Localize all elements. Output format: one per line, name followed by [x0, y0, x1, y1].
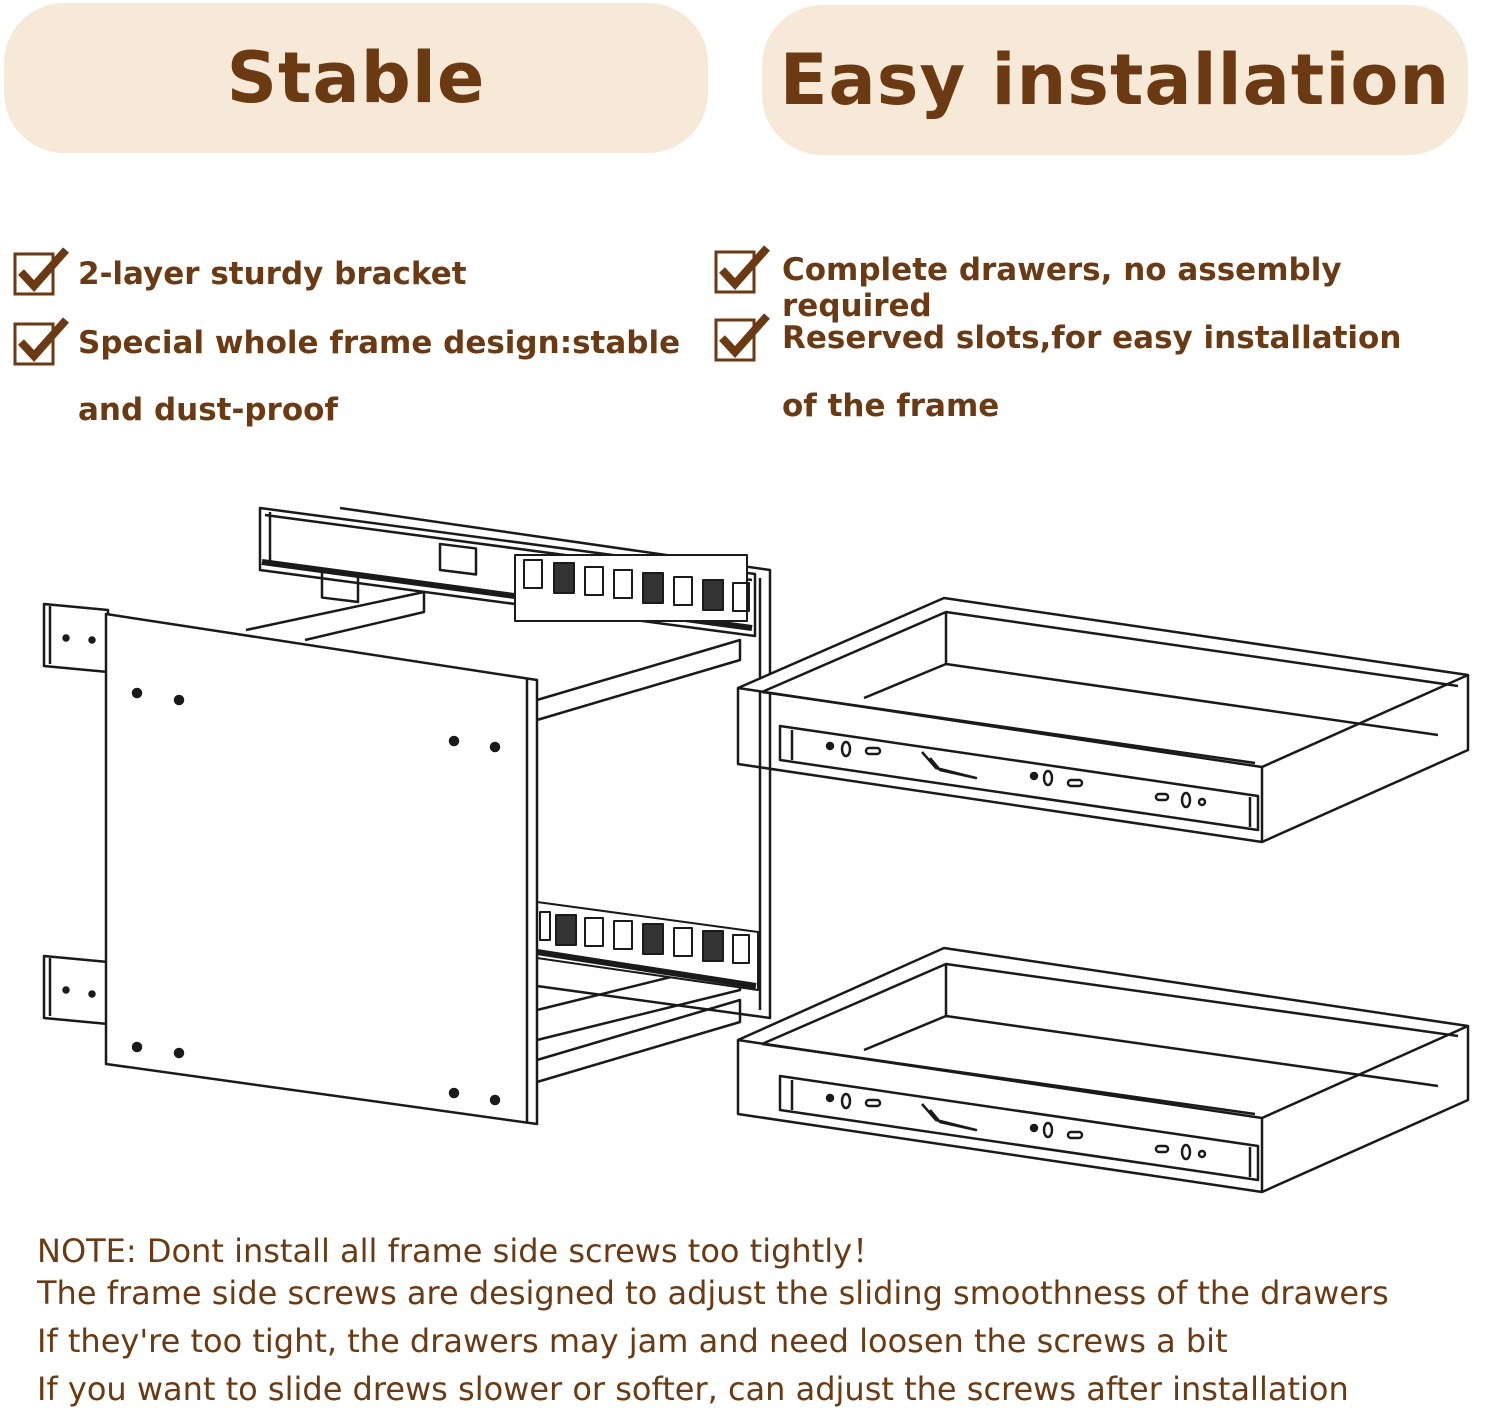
top-slide-rail — [258, 506, 757, 638]
back-frame-panel — [339, 506, 772, 1020]
lower-drawer — [736, 946, 1470, 1194]
checkmark-icon — [13, 317, 69, 366]
checkmark-icon — [714, 245, 770, 294]
left-side-brackets — [42, 602, 110, 1026]
checkmark-icon — [714, 313, 770, 362]
feature-reserved-slots-cont: of the frame — [782, 388, 1000, 424]
top-rail-slots — [514, 554, 750, 622]
feature-complete-drawers: Complete drawers, no assembly required — [782, 252, 1342, 324]
note-line-3: If they're too tight, the drawers may ja… — [37, 1322, 1228, 1360]
header-easy-installation: Easy installation — [762, 5, 1468, 155]
checkmark-icon — [13, 247, 69, 296]
feature-reserved-slots: Reserved slots,for easy installation — [782, 320, 1402, 356]
note-line-4: If you want to slide drews slower or sof… — [37, 1370, 1349, 1408]
header-stable: Stable — [4, 3, 708, 153]
feature-2-layer-bracket: 2-layer sturdy bracket — [78, 256, 467, 292]
bottom-slide-rail — [536, 901, 759, 991]
upper-drawer — [736, 596, 1470, 844]
header-easy-installation-text: Easy installation — [779, 39, 1451, 121]
front-panel — [104, 612, 539, 1126]
drawer-frame-diagram — [42, 506, 1470, 1194]
feature-whole-frame-design-cont: and dust-proof — [78, 392, 338, 428]
note-line-1: NOTE: Dont install all frame side screws… — [37, 1232, 885, 1270]
note-line-2: The frame side screws are designed to ad… — [37, 1274, 1389, 1312]
feature-whole-frame-design: Special whole frame design:stable — [78, 325, 681, 361]
header-stable-text: Stable — [226, 37, 486, 119]
